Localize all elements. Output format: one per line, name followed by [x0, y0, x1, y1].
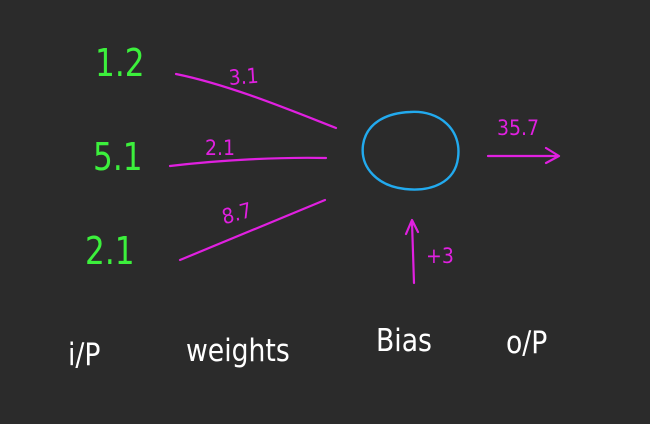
caption-weights: weights	[186, 333, 290, 369]
weight-value-2: 2.1	[205, 136, 236, 160]
bias-arrow	[404, 218, 420, 285]
weight-line-2	[168, 156, 328, 168]
caption-output: o/P	[506, 325, 548, 361]
neuron-circle	[361, 110, 460, 191]
weight-line-1	[174, 72, 338, 130]
output-arrow	[486, 146, 561, 165]
bias-value: +3	[426, 244, 454, 268]
weight-line-3	[178, 198, 327, 262]
input-value-1: 1.2	[95, 41, 145, 85]
weight-value-1: 3.1	[227, 63, 260, 90]
output-value: 35.7	[497, 116, 540, 140]
input-value-2: 5.1	[93, 135, 143, 179]
caption-input: i/P	[68, 337, 101, 373]
caption-bias: Bias	[376, 323, 432, 359]
input-value-3: 2.1	[85, 229, 135, 273]
